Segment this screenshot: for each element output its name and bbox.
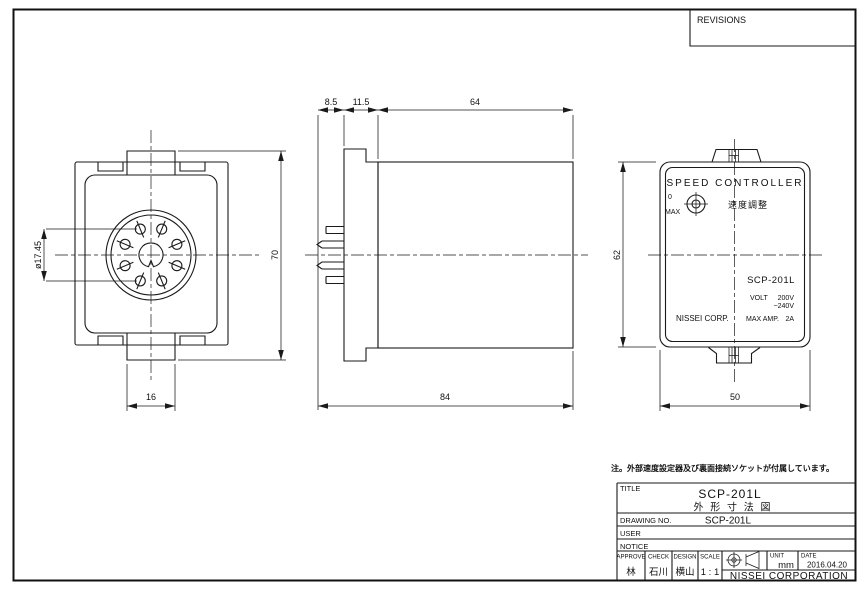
footnote: 注。外部速度設定器及び裏面接続ソケットが付属しています。: [611, 463, 834, 473]
drawing-no-value: SCP-201L: [705, 516, 752, 527]
amp-label: MAX AMP.: [746, 316, 779, 323]
unit-value: mm: [778, 560, 794, 571]
panel-height-extension-lines: [618, 161, 656, 348]
dim-panel-height: 62: [612, 250, 622, 260]
title-block-rows: [616, 482, 856, 581]
drawing-no-label: DRAWING NO.: [620, 516, 671, 525]
title-label: TITLE: [620, 484, 640, 493]
revisions-box: REVISIONS: [689, 9, 856, 47]
panel-width-extension-lines: [659, 350, 811, 411]
projection-symbol-icon: [726, 550, 760, 570]
drawing-subtitle: 外 形 寸 法 図: [693, 501, 772, 514]
dial-crosshair-icon: [684, 192, 708, 216]
front-bottom-tab-hatch: [728, 347, 739, 363]
drawing-title: SCP-201L: [698, 487, 761, 501]
check-label: CHECK: [648, 555, 669, 561]
height-extension-lines: [178, 150, 286, 361]
maker-label: NISSEI CORP.: [676, 314, 729, 323]
design-name: 横山: [675, 566, 694, 578]
approve-name: 林: [626, 566, 636, 578]
side-view: [305, 148, 588, 362]
dim-pitch-circle: ø17.45: [33, 241, 43, 269]
socket-keyway: [138, 242, 164, 268]
check-name: 石川: [649, 567, 668, 578]
sheet-border: [12, 8, 857, 582]
amp-value: 2A: [785, 316, 794, 323]
notice-label: NOTICE: [620, 542, 648, 551]
back-corner-notches: [97, 162, 206, 345]
scale-label: SCALE: [700, 555, 720, 561]
dim-overall-height: 70: [270, 250, 280, 260]
dim-panel-width: 50: [730, 392, 740, 402]
approve-label: APPROVE: [616, 555, 645, 561]
front-face-bezel: [664, 166, 806, 343]
dim-tab-width: 16: [146, 392, 156, 402]
back-view-dimensions: ø17.45 70 16: [33, 150, 286, 411]
back-top-tab: [126, 150, 176, 175]
revisions-label: REVISIONS: [697, 15, 746, 25]
dial-caption: 速度調整: [728, 199, 768, 210]
company-name: NISSEI CORPORATION: [730, 571, 848, 582]
tab-extension-lines: [126, 364, 176, 411]
date-value: 2016.04.20: [807, 561, 848, 570]
user-label: USER: [620, 529, 641, 538]
side-pins: [316, 225, 344, 285]
volt-label: VOLT: [750, 295, 768, 302]
front-top-tab: [711, 148, 762, 163]
dial-min-label: 0: [668, 194, 672, 201]
pitch-leader-lines: [46, 228, 137, 282]
front-bottom-tab: [708, 347, 761, 364]
front-view-dimensions: 62 50: [612, 161, 811, 411]
dim-pin-length: 8.5: [325, 97, 338, 107]
dim-flange-depth: 11.5: [353, 97, 370, 107]
unit-label: UNIT: [770, 554, 784, 560]
design-label: DESIGN: [673, 555, 696, 561]
side-view-dimensions: 8.5 11.5 64 84: [317, 97, 574, 410]
volt-value: 200V: [778, 295, 795, 302]
front-top-tab-hatch: [728, 149, 739, 162]
dial-max-label: MAX: [665, 209, 681, 216]
back-view: [55, 130, 260, 382]
socket-pins: [116, 220, 186, 290]
front-body-outline: [659, 161, 811, 348]
side-extension-lines: [317, 115, 574, 410]
scale-value: 1 : 1: [701, 567, 720, 578]
volt-range: ~240V: [774, 303, 795, 310]
dim-overall-length: 84: [440, 392, 450, 402]
date-label: DATE: [801, 554, 817, 560]
title-block-columns: [644, 551, 799, 581]
title-block: TITLE SCP-201L 外 形 寸 法 図 DRAWING NO. SCP…: [616, 482, 856, 582]
front-view: SPEED CONTROLLER 0 MAX 速度調整 SCP-201L VOL…: [648, 139, 822, 384]
panel-title: SPEED CONTROLLER: [666, 178, 803, 189]
speed-dial: [684, 192, 708, 216]
back-body-outline: [74, 161, 229, 346]
revisions-box-outline: [689, 9, 856, 47]
front-model-label: SCP-201L: [747, 275, 795, 286]
dim-body-length: 64: [470, 97, 480, 107]
